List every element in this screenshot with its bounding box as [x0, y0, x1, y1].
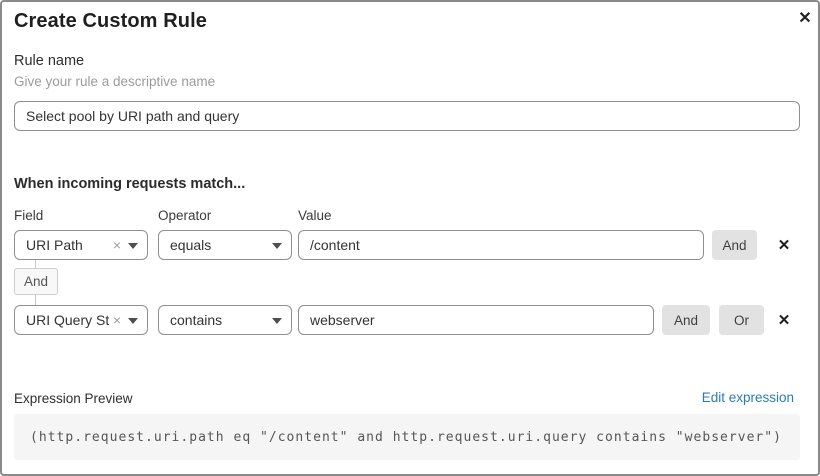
chevron-down-icon	[128, 318, 138, 324]
field-select-row1[interactable]: URI Path ×	[14, 230, 148, 260]
field-select-row2[interactable]: URI Query St... ×	[14, 305, 148, 335]
operator-select-row2-value: contains	[170, 312, 223, 328]
rule-name-input[interactable]	[14, 101, 800, 131]
field-select-row1-value: URI Path	[26, 237, 83, 253]
chevron-down-icon	[128, 243, 138, 249]
remove-row1-icon[interactable]: ✕	[774, 230, 794, 260]
column-label-field: Field	[14, 208, 44, 223]
value-input-row2[interactable]	[298, 305, 654, 335]
operator-select-row1-value: equals	[170, 237, 212, 253]
operator-select-row1[interactable]: equals	[158, 230, 292, 260]
rule-name-hint: Give your rule a descriptive name	[14, 74, 216, 89]
clear-selection-icon[interactable]: ×	[112, 312, 121, 328]
connector-line-bottom	[35, 295, 36, 305]
operator-select-row2[interactable]: contains	[158, 305, 292, 335]
column-label-value: Value	[298, 208, 332, 223]
expression-code: (http.request.uri.path eq "/content" and…	[30, 429, 782, 445]
match-heading: When incoming requests match...	[14, 176, 246, 192]
expression-preview-label: Expression Preview	[14, 391, 133, 406]
chevron-down-icon	[272, 243, 282, 249]
rule-name-label: Rule name	[14, 53, 85, 69]
dialog-title: Create Custom Rule	[14, 10, 207, 32]
close-icon[interactable]: ✕	[794, 7, 816, 29]
value-input-row1[interactable]	[298, 230, 704, 260]
edit-expression-link[interactable]: Edit expression	[701, 390, 794, 405]
chevron-down-icon	[272, 318, 282, 324]
expression-preview-block: (http.request.uri.path eq "/content" and…	[14, 414, 800, 460]
or-button-row2[interactable]: Or	[719, 305, 764, 335]
clear-selection-icon[interactable]: ×	[112, 237, 121, 253]
connector-and-badge: And	[14, 268, 58, 295]
and-button-row1[interactable]: And	[712, 230, 757, 260]
and-button-row2[interactable]: And	[662, 305, 710, 335]
column-label-operator: Operator	[158, 208, 212, 223]
field-select-row2-value: URI Query St...	[26, 312, 109, 328]
remove-row2-icon[interactable]: ✕	[774, 305, 794, 335]
connector-line-top	[35, 260, 36, 268]
